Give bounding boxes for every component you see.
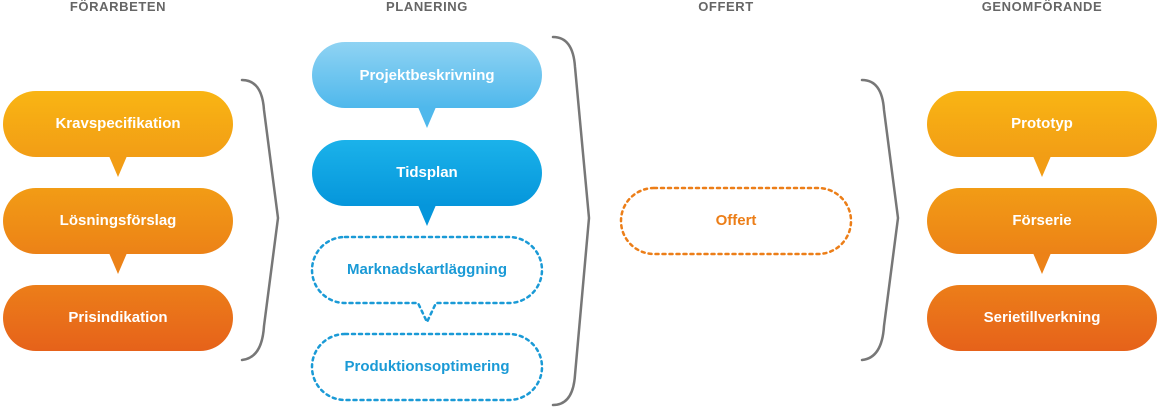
prisindikation-box: Prisindikation bbox=[3, 285, 233, 351]
bracket-3 bbox=[860, 78, 900, 362]
heading-planering: PLANERING bbox=[386, 0, 468, 14]
kravspecifikation-box: Kravspecifikation bbox=[3, 91, 233, 177]
tidsplan-box: Tidsplan bbox=[312, 140, 542, 226]
offert-label: Offert bbox=[716, 212, 757, 229]
offert-column: Offert bbox=[619, 186, 853, 256]
serietillverkning-label: Serietillverkning bbox=[984, 309, 1101, 326]
heading-forarbeten: FÖRARBETEN bbox=[69, 0, 167, 14]
projektbeskrivning-label: Projektbeskrivning bbox=[359, 67, 494, 84]
kravspecifikation-label: Kravspecifikation bbox=[55, 115, 180, 132]
projektbeskrivning-box: Projektbeskrivning bbox=[312, 42, 542, 128]
bracket-1 bbox=[240, 78, 280, 362]
heading-genomforande: GENOMFÖRANDE bbox=[981, 0, 1103, 14]
offert-box: Offert bbox=[619, 186, 853, 256]
prototyp-box: Prototyp bbox=[927, 91, 1157, 177]
marknadskartlaggning-label: Marknadskartläggning bbox=[347, 261, 507, 278]
bracket-2 bbox=[551, 35, 591, 407]
planering-column: Projektbeskrivning Tidsplan Marknadskart… bbox=[310, 42, 544, 402]
produktionsoptimering-box: Produktionsoptimering bbox=[310, 332, 544, 402]
serietillverkning-box: Serietillverkning bbox=[927, 285, 1157, 351]
marknadskartlaggning-box: Marknadskartläggning bbox=[310, 235, 544, 325]
heading-offert: OFFERT bbox=[698, 0, 754, 14]
losningsforslag-label: Lösningsförslag bbox=[60, 212, 177, 229]
forserie-label: Förserie bbox=[1012, 212, 1071, 229]
genomforande-column: Prototyp Förserie Serietillverkning bbox=[927, 91, 1157, 351]
prototyp-label: Prototyp bbox=[1011, 115, 1073, 132]
forserie-box: Förserie bbox=[927, 188, 1157, 274]
prisindikation-label: Prisindikation bbox=[68, 309, 167, 326]
forarbeten-column: Kravspecifikation Lösningsförslag Prisin… bbox=[3, 91, 233, 351]
tidsplan-label: Tidsplan bbox=[396, 164, 457, 181]
losningsforslag-box: Lösningsförslag bbox=[3, 188, 233, 274]
produktionsoptimering-label: Produktionsoptimering bbox=[345, 358, 510, 375]
